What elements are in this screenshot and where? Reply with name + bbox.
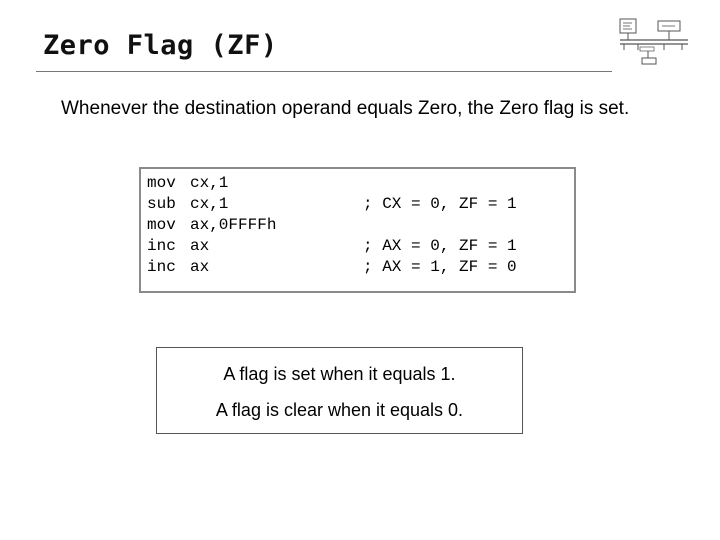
code-operands: ax (190, 237, 210, 255)
code-operands: ax,0FFFFh (190, 216, 277, 234)
code-line: sub cx,1 ; CX = 0, ZF = 1 (147, 194, 517, 215)
code-operands: ax (190, 258, 210, 276)
code-operands: cx,1 (190, 195, 229, 213)
code-opcode: mov (147, 216, 176, 234)
code-operands: cx,1 (190, 174, 229, 192)
code-opcode: inc (147, 237, 176, 255)
clear-rule-text: A flag is clear when it equals 0. (215, 400, 464, 420)
title-divider (36, 71, 612, 72)
code-comment: ; AX = 0, ZF = 1 (363, 237, 517, 255)
code-comment: ; AX = 1, ZF = 0 (363, 258, 517, 276)
code-line: mov ax,0FFFFh (147, 215, 276, 236)
code-listing: mov cx,1 sub cx,1 ; CX = 0, ZF = 1 mov a… (139, 167, 576, 293)
set-rule-text: A flag is set when it equals 1. (223, 364, 456, 384)
code-line: mov cx,1 (147, 173, 228, 194)
flag-rules-box: A flag is set when it equals 1. A flag i… (156, 347, 523, 434)
code-opcode: inc (147, 258, 176, 276)
code-opcode: mov (147, 174, 176, 192)
code-comment: ; CX = 0, ZF = 1 (363, 195, 517, 213)
code-opcode: sub (147, 195, 176, 213)
intro-text: Whenever the destination operand equals … (61, 98, 630, 119)
cpu-architecture-diagram-icon (619, 18, 688, 65)
code-line: inc ax ; AX = 0, ZF = 1 (147, 236, 517, 257)
code-line: inc ax ; AX = 1, ZF = 0 (147, 257, 517, 278)
slide-title: Zero Flag (ZF) (43, 30, 278, 61)
